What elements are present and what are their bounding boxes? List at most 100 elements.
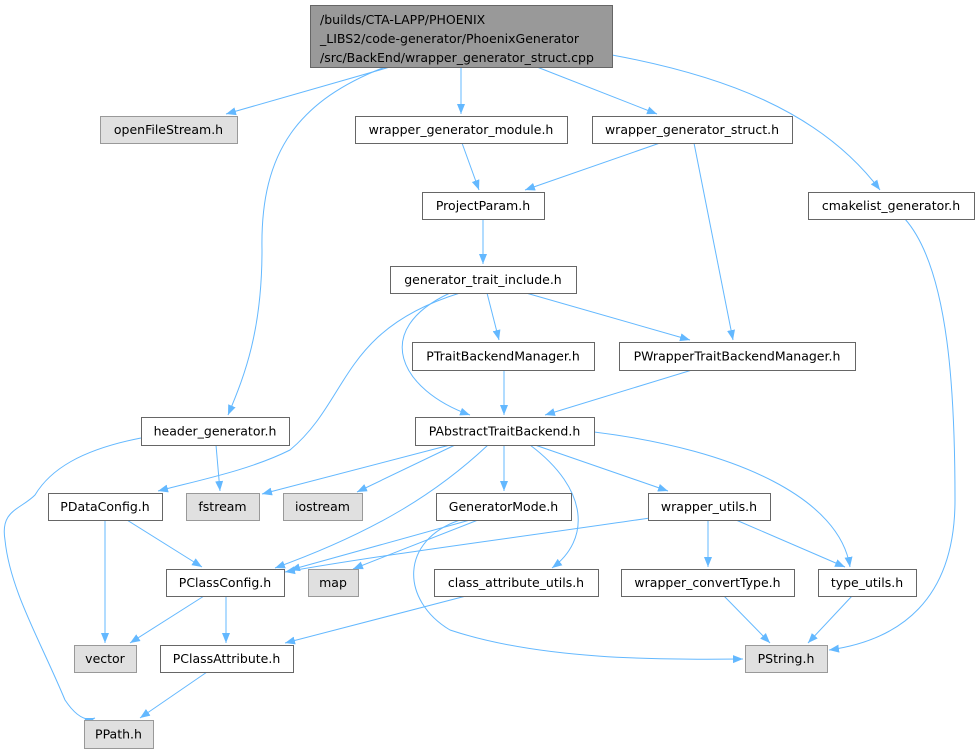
- node-label: openFileStream.h: [114, 122, 223, 137]
- node-box: [160, 645, 294, 673]
- node-box: [100, 116, 238, 144]
- node-wct[interactable]: wrapper_convertType.h: [621, 569, 795, 597]
- node-box: [412, 342, 595, 371]
- edge-pabs-iostream: [356, 444, 456, 493]
- edge-wgs-projectParam: [524, 142, 661, 191]
- node-box: [48, 493, 163, 521]
- node-box: [84, 720, 154, 749]
- node-box: [74, 645, 137, 673]
- edge-typeUtils-pstring: [807, 595, 853, 644]
- edge-wutils-pclassConfig: [284, 517, 651, 575]
- node-wgs[interactable]: wrapper_generator_struct.h: [592, 116, 793, 144]
- node-pclassConfig[interactable]: PClassConfig.h: [166, 569, 285, 597]
- node-fstream[interactable]: fstream: [186, 493, 260, 521]
- node-root[interactable]: /builds/CTA-LAPP/PHOENIX _LIBS2/code-gene…: [310, 5, 613, 68]
- node-box: [745, 645, 828, 673]
- edge-genMode-pclassConfig: [289, 519, 471, 572]
- edge-wgs-pwtbm: [693, 142, 735, 341]
- node-label: wrapper_utils.h: [661, 499, 757, 514]
- node-label: PAbstractTraitBackend.h: [429, 424, 581, 439]
- node-box: [355, 116, 568, 144]
- node-openFileStream[interactable]: openFileStream.h: [100, 116, 238, 144]
- node-label: vector: [85, 651, 126, 666]
- node-ptbm[interactable]: PTraitBackendManager.h: [412, 342, 595, 371]
- node-vector[interactable]: vector: [74, 645, 137, 673]
- node-box: [310, 5, 613, 68]
- node-box: [808, 192, 975, 220]
- edge-genMode-pstring: [413, 519, 744, 664]
- node-pabs[interactable]: PAbstractTraitBackend.h: [415, 417, 595, 446]
- node-box: [648, 493, 771, 521]
- edge-pabs-wutils: [534, 444, 669, 492]
- node-headerGen[interactable]: header_generator.h: [141, 417, 290, 446]
- node-box: [621, 569, 795, 597]
- edge-wutils-typeUtils: [735, 519, 846, 568]
- node-label: class_attribute_utils.h: [448, 575, 584, 590]
- node-iostream[interactable]: iostream: [283, 493, 363, 521]
- node-label: wrapper_convertType.h: [634, 575, 780, 590]
- node-box: [619, 342, 856, 371]
- node-label: PPath.h: [95, 727, 142, 742]
- node-projectParam[interactable]: ProjectParam.h: [422, 192, 545, 220]
- node-cmakelist[interactable]: cmakelist_generator.h: [808, 192, 975, 220]
- node-label: iostream: [295, 499, 350, 514]
- edge-pclassAttr-ppath: [139, 671, 208, 719]
- node-box: [166, 569, 285, 597]
- node-box: [434, 569, 599, 597]
- node-label: cmakelist_generator.h: [822, 198, 960, 213]
- edge-pclassConfig-vector: [129, 595, 205, 644]
- node-box: [141, 417, 290, 446]
- edge-gti-pwtbm: [525, 292, 691, 342]
- edge-root-wgs: [536, 66, 658, 115]
- node-map[interactable]: map: [308, 569, 359, 597]
- edge-wgm-projectParam: [461, 142, 480, 191]
- node-wutils[interactable]: wrapper_utils.h: [648, 493, 771, 521]
- edge-wct-pstring: [723, 595, 771, 644]
- node-label: PDataConfig.h: [60, 499, 149, 514]
- node-pwtbm[interactable]: PWrapperTraitBackendManager.h: [619, 342, 856, 371]
- edge-cau-pclassAttr: [284, 595, 467, 645]
- node-label: wrapper_generator_module.h: [369, 122, 554, 137]
- edge-pabs-typeUtils: [593, 431, 853, 568]
- edge-pabs-pclassConfig: [274, 444, 489, 569]
- edge-pabs-cau: [529, 444, 579, 569]
- node-label: /builds/CTA-LAPP/PHOENIX: [320, 12, 486, 27]
- node-label: ProjectParam.h: [436, 198, 530, 213]
- node-wgm[interactable]: wrapper_generator_module.h: [355, 116, 568, 144]
- node-box: [390, 266, 577, 294]
- edge-genMode-map: [352, 519, 479, 570]
- node-label: generator_trait_include.h: [404, 272, 561, 287]
- node-cau[interactable]: class_attribute_utils.h: [434, 569, 599, 597]
- node-box: [283, 493, 363, 521]
- node-pclassAttr[interactable]: PClassAttribute.h: [160, 645, 294, 673]
- node-ppath[interactable]: PPath.h: [84, 720, 154, 749]
- node-label: map: [319, 575, 347, 590]
- node-label: fstream: [198, 499, 246, 514]
- edge-headerGen-ppath: [3, 437, 142, 726]
- node-pdata[interactable]: PDataConfig.h: [48, 493, 163, 521]
- edge-root-cmakelist: [611, 54, 881, 191]
- node-box: [415, 417, 595, 446]
- node-box: [436, 493, 572, 521]
- node-label: PClassConfig.h: [179, 575, 271, 590]
- node-gti[interactable]: generator_trait_include.h: [390, 266, 577, 294]
- node-pstring[interactable]: PString.h: [745, 645, 828, 673]
- edge-pabs-fstream: [261, 444, 451, 496]
- edge-pwtbm-pabs: [544, 369, 693, 416]
- node-label: type_utils.h: [831, 575, 903, 590]
- node-label: /src/BackEnd/wrapper_generator_struct.cp…: [320, 50, 594, 65]
- node-label: PTraitBackendManager.h: [426, 349, 580, 364]
- node-genMode[interactable]: GeneratorMode.h: [436, 493, 572, 521]
- edge-gti-ptbm: [486, 292, 501, 341]
- node-label: PClassAttribute.h: [173, 651, 281, 666]
- node-box: [186, 493, 260, 521]
- edge-headerGen-fstream: [215, 444, 224, 492]
- node-typeUtils[interactable]: type_utils.h: [818, 569, 917, 597]
- edge-root-openFileStream: [225, 66, 391, 116]
- node-label: _LIBS2/code-generator/PhoenixGenerator: [319, 31, 580, 46]
- node-label: wrapper_generator_struct.h: [605, 122, 779, 137]
- edge-gti-pabs: [401, 292, 471, 416]
- edge-cmakelist-pstring: [828, 218, 956, 653]
- node-label: PWrapperTraitBackendManager.h: [634, 349, 841, 364]
